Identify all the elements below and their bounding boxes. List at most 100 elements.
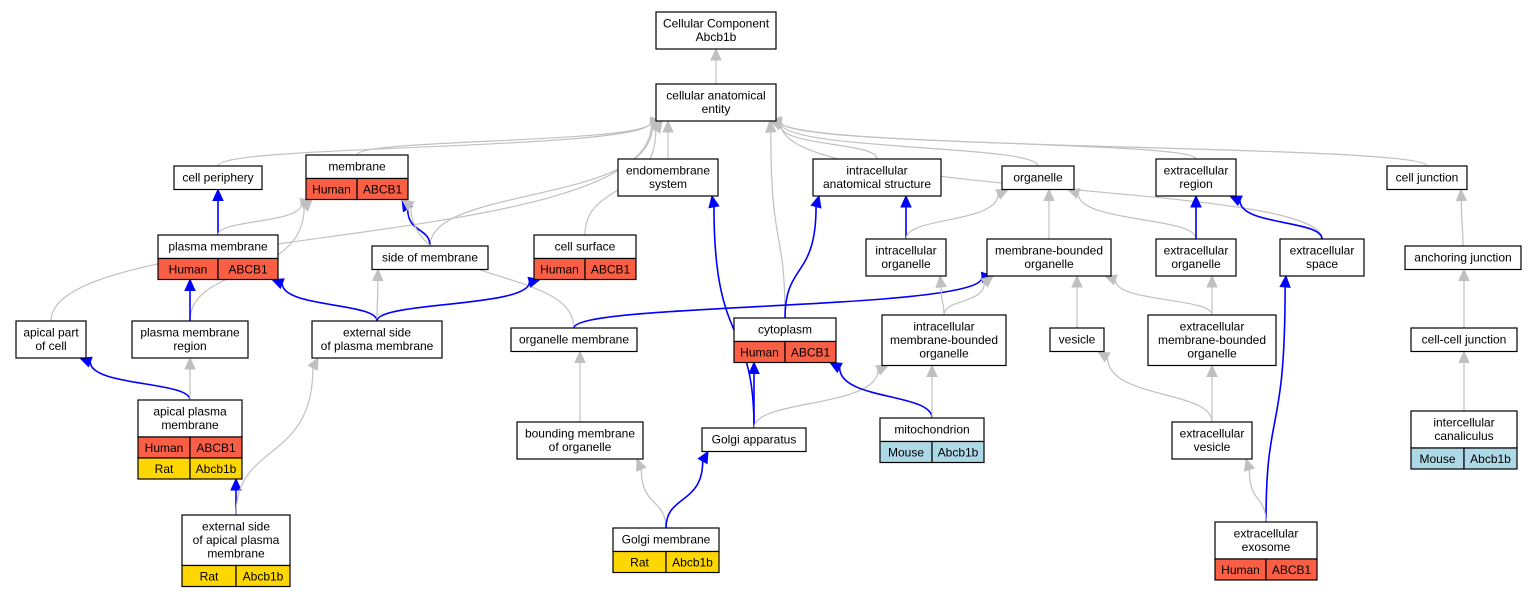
node-vesicle[interactable]: vesicle	[1049, 327, 1105, 353]
is-a-edge	[1114, 279, 1213, 316]
node-label-line: side of membrane	[382, 251, 478, 265]
species-label: Human	[740, 346, 779, 360]
arrowhead	[900, 194, 912, 208]
node-label-line: endomembrane	[626, 164, 710, 178]
node-label-line: anchoring junction	[1414, 251, 1511, 265]
arrowhead	[212, 188, 224, 201]
edge-endomem-to-cae	[662, 119, 674, 159]
node-organelle[interactable]: organelle	[1001, 165, 1075, 191]
gene-label: Abcb1b	[1470, 452, 1511, 466]
is-a-edge	[943, 282, 985, 316]
node-label-line: membrane-bounded	[1158, 333, 1266, 347]
node-celljunction[interactable]: cell junction	[1386, 165, 1468, 191]
node-label-box	[510, 327, 638, 353]
gene-label: ABCB1	[791, 346, 831, 360]
node-anchoring[interactable]: anchoring junction	[1404, 245, 1522, 271]
node-cellcell[interactable]: cell-cell junction	[1410, 327, 1518, 353]
node-golgi[interactable]: Golgi apparatus	[701, 427, 807, 453]
gene-cell	[931, 440, 985, 464]
gene-label: ABCB1	[363, 183, 403, 197]
node-label-box	[131, 320, 249, 359]
part-of-edge	[1265, 286, 1286, 523]
is-a-edge	[780, 122, 1039, 167]
node-label-box	[516, 421, 644, 460]
species-label: Mouse	[888, 446, 924, 460]
node-label-box	[1001, 165, 1075, 191]
gene-cell	[217, 257, 279, 281]
edge-ecmembound-to-ecorganelle	[1206, 274, 1218, 315]
species-label: Rat	[155, 462, 174, 476]
node-label-line: external side	[343, 326, 411, 340]
node-label-box	[701, 427, 807, 453]
node-label-line: organelle	[919, 347, 969, 361]
edge-golgi-to-cytoplasm	[748, 361, 760, 428]
node-label-line: mitochondrion	[894, 423, 969, 437]
edge-golgi-to-intramembound	[753, 364, 890, 429]
edge-ecvesicle-to-ecmembound	[1206, 364, 1218, 422]
node-label-line: cell surface	[555, 240, 616, 254]
edge-vesicle-to-membound	[1071, 274, 1083, 328]
node-label-line: extracellular	[1164, 164, 1229, 178]
edge-ecorganelle-to-ecregion	[1190, 194, 1202, 239]
node-label-line: space	[1306, 257, 1338, 271]
node-sideofmem[interactable]: side of membrane	[371, 245, 489, 271]
node-label-line: extracellular	[1290, 244, 1355, 258]
is-a-edge	[779, 124, 878, 160]
edge-anchoring-to-celljunction	[1455, 188, 1468, 247]
gene-cell	[189, 457, 243, 480]
node-label-line: exosome	[1242, 540, 1291, 554]
arrowhead	[1458, 350, 1470, 363]
part-of-edge	[573, 277, 983, 329]
node-label-line: cell-cell junction	[1422, 333, 1507, 347]
node-label-line: membrane-bounded	[995, 244, 1103, 258]
node-label-box	[1279, 238, 1365, 277]
node-cellperiph[interactable]: cell periphery	[173, 165, 263, 191]
edge-pmregion-to-plasmamem	[184, 278, 196, 322]
node-label-line: membrane	[207, 547, 265, 561]
gene-cell	[1463, 447, 1518, 470]
species-label: Human	[1221, 563, 1260, 577]
arrowhead	[636, 457, 647, 472]
arrowhead	[1071, 274, 1083, 288]
arrowhead	[697, 450, 709, 465]
arrowhead	[230, 477, 242, 491]
part-of-edge	[665, 461, 704, 529]
node-label-line: external side	[202, 520, 270, 534]
node-orgmem[interactable]: organelle membrane	[510, 327, 638, 353]
is-a-edge	[50, 124, 653, 322]
node-label-box	[173, 165, 263, 191]
part-of-edge	[838, 367, 933, 419]
edge-mito-to-intramembound	[926, 364, 938, 418]
species-label: Rat	[200, 570, 219, 584]
node-label-box	[311, 320, 443, 359]
is-a-edge	[410, 206, 575, 329]
